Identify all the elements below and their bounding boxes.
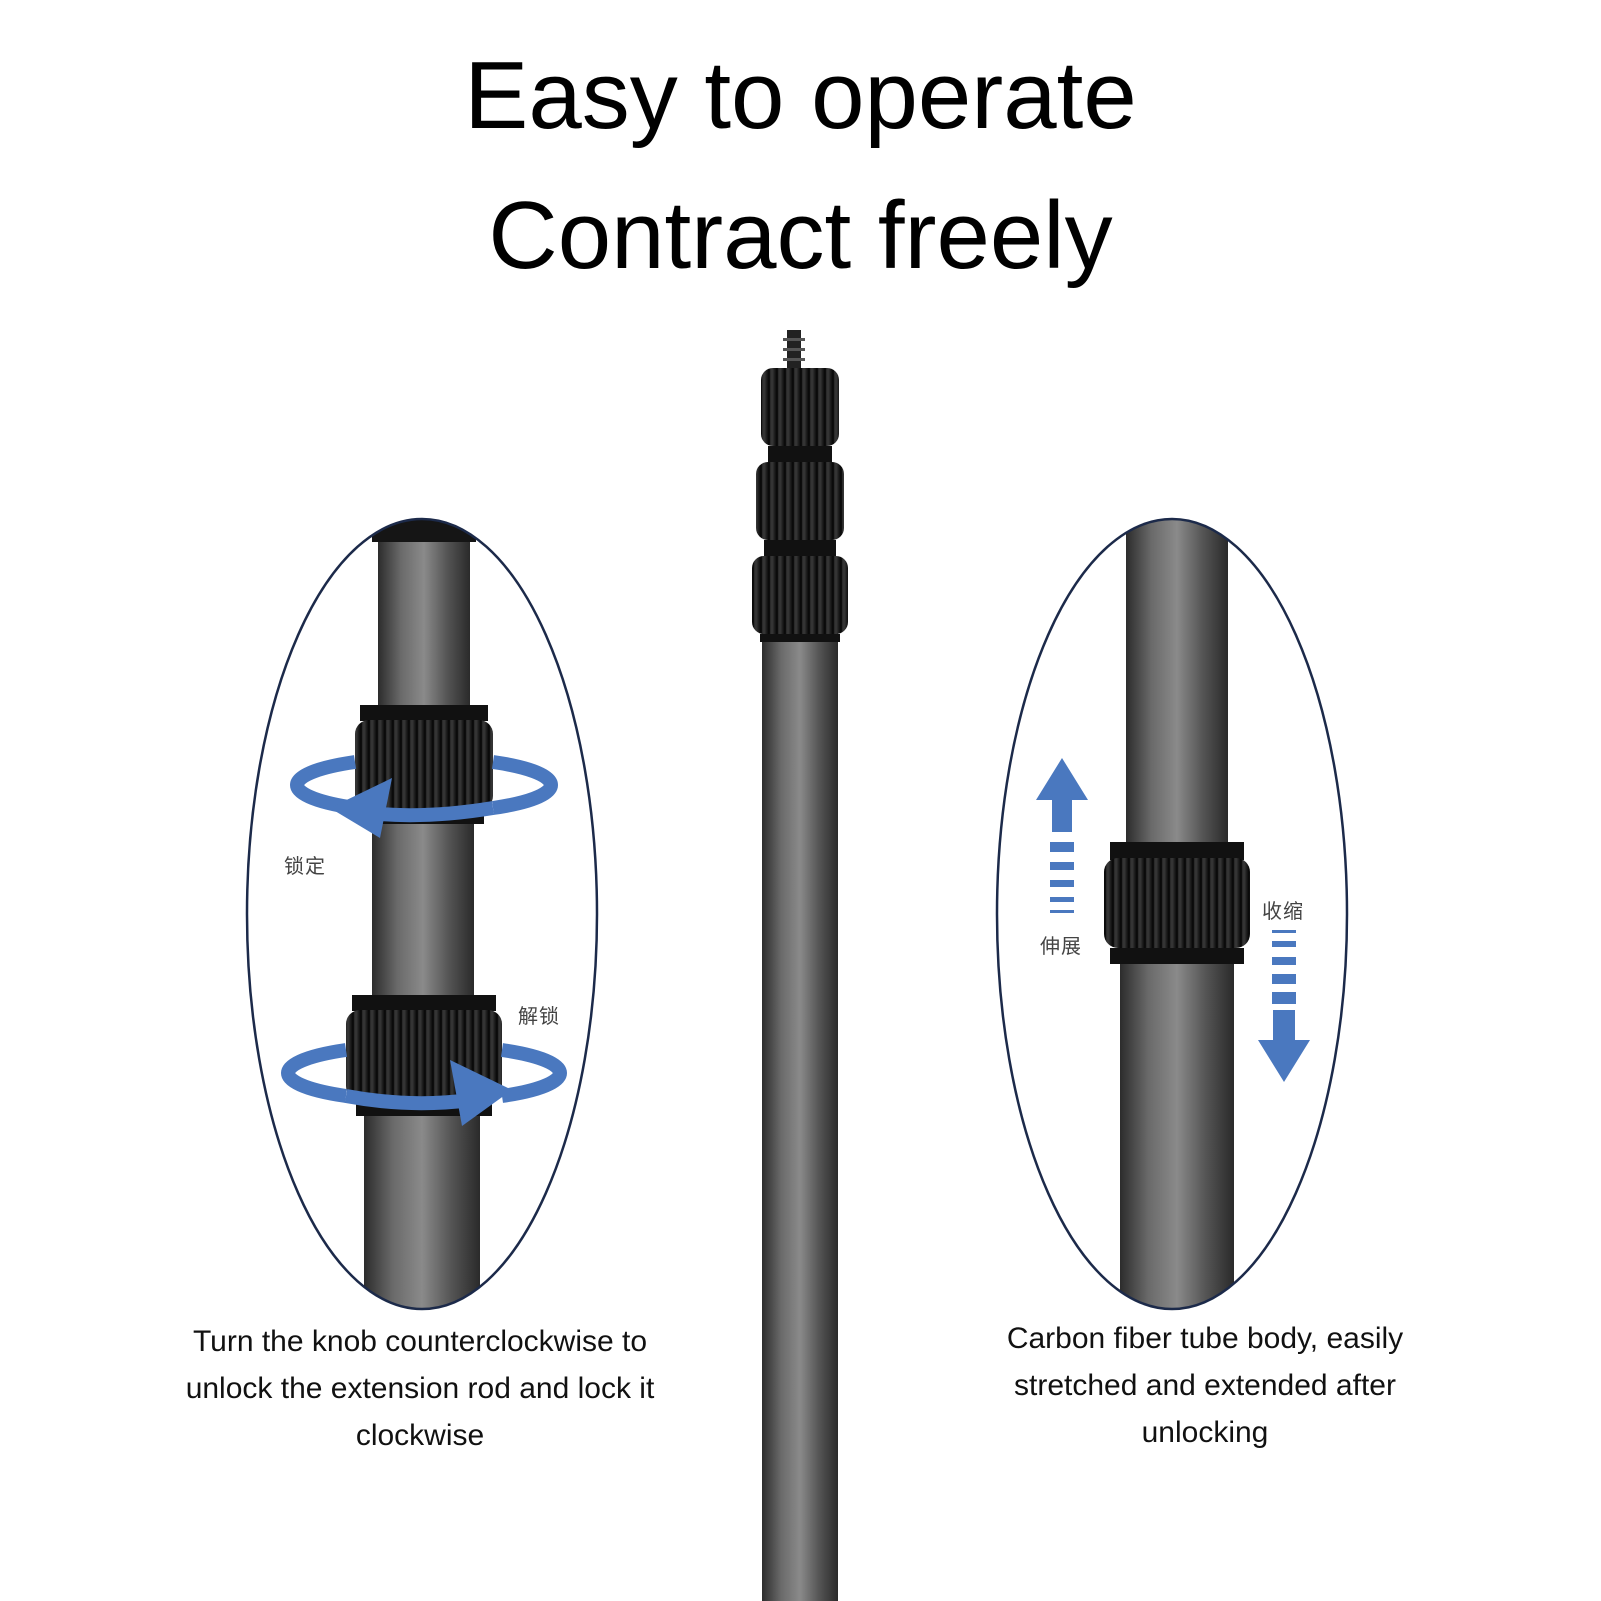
retract-label: 收缩 (1262, 899, 1304, 923)
extend-arrow (1036, 758, 1088, 913)
center-pole (752, 330, 848, 1601)
unlock-label: 解锁 (518, 1004, 560, 1028)
headline-line-2: Contract freely (488, 182, 1113, 289)
lock-label: 锁定 (284, 854, 326, 878)
left-caption: Turn the knob counterclockwise to unlock… (185, 1325, 655, 1452)
right-caption: Carbon fiber tube body, easily stretched… (1006, 1322, 1404, 1449)
lock-rotation-arrow (290, 755, 558, 838)
retract-arrow (1258, 930, 1310, 1082)
left-zoom-view (245, 517, 599, 1311)
right-zoom-view (995, 517, 1349, 1311)
extend-label: 伸展 (1040, 934, 1082, 958)
unlock-rotation-arrow (281, 1043, 567, 1126)
headline-line-1: Easy to operate (464, 42, 1137, 149)
